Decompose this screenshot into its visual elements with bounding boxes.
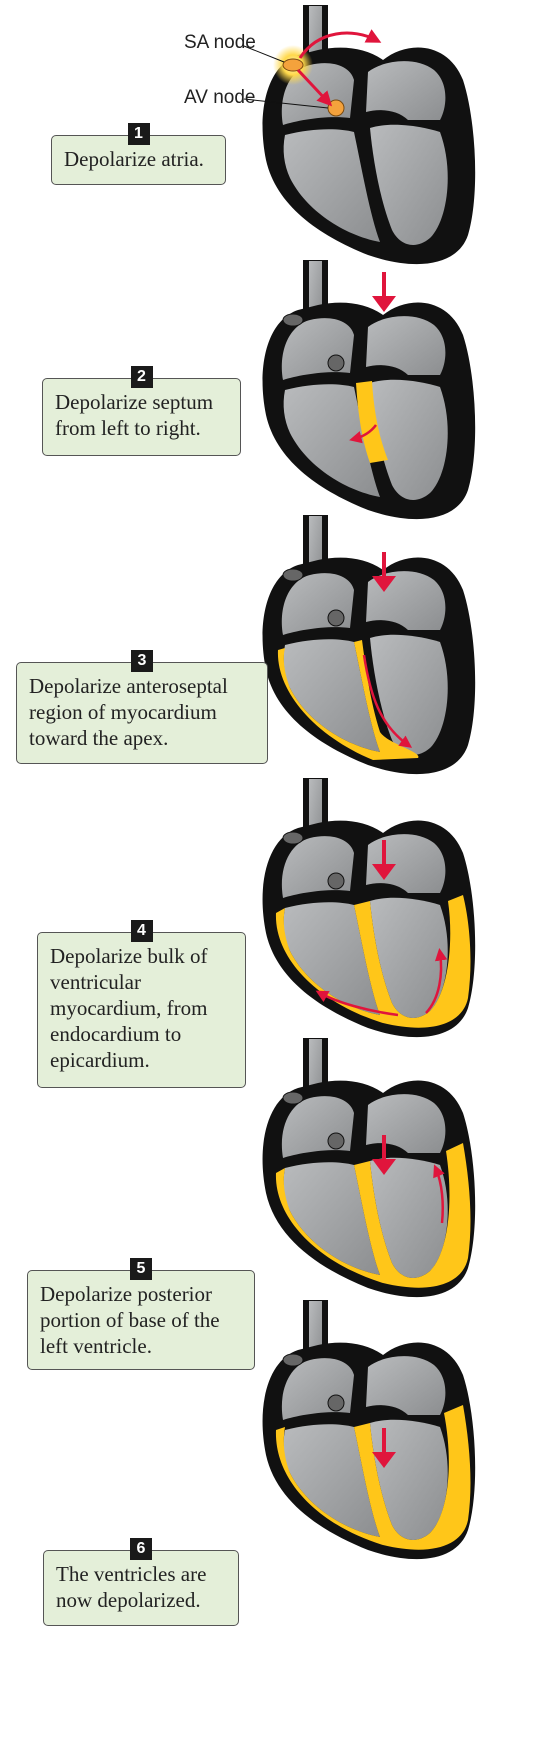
full-ventricular-depolarization [275,1405,471,1550]
step-6-number: 6 [130,1538,152,1560]
septal-arrow [349,424,377,444]
av-node-marker [327,99,345,117]
step-1-text: Depolarize atria. [64,147,204,171]
step-2-box: 2 Depolarize septum from left to right. [42,366,241,456]
lv-wall-arrow [425,948,448,1014]
step-1-number: 1 [127,123,150,145]
step-3-number: 3 [131,650,153,672]
step-6-text: The ventricles are now depolarized. [56,1562,207,1612]
heart-step-1 [243,5,476,265]
step-5-number: 5 [130,1258,152,1280]
anteroseptal-depolarization [277,640,419,760]
heart-step-5 [262,1038,476,1298]
step-2-text: Depolarize septum from left to right. [55,390,214,440]
sa-to-left-atrium-arrow [298,29,382,59]
step-4-text: Depolarize bulk of ventricular myocardiu… [50,944,208,1072]
sa-node-leader [243,45,285,63]
apex-arrow [362,654,413,748]
step-1-box: 1 Depolarize atria. [51,123,226,185]
posterior-base-depolarization [275,1143,471,1288]
heart-step-2 [262,260,476,520]
posterior-base-arrow [433,1164,445,1224]
sa-node-marker [282,58,304,72]
endo-to-epi-arrow [315,990,399,1017]
septum-depolarization [356,381,388,463]
sa-node-label: SA node [184,32,256,53]
av-node-leader [243,98,329,109]
step-2-number: 2 [130,366,153,388]
heart-step-6 [262,1300,476,1560]
transition-arrows [372,272,396,1468]
heart-step-3 [262,515,476,775]
step-3-box: 3 Depolarize anteroseptal region of myoc… [16,650,268,764]
atrial-conduction-arrow [296,68,333,107]
step-6-box: 6 The ventricles are now depolarized. [43,1538,239,1626]
step-4-number: 4 [130,920,153,942]
heart-step-4 [262,778,476,1038]
step-5-box: 5 Depolarize posterior portion of base o… [27,1258,255,1370]
step-4-box: 4 Depolarize bulk of ventricular myocard… [37,920,246,1088]
step-3-text: Depolarize anteroseptal region of myocar… [29,674,228,750]
step-5-text: Depolarize posterior portion of base of … [40,1282,220,1358]
av-node-label: AV node [184,87,256,108]
